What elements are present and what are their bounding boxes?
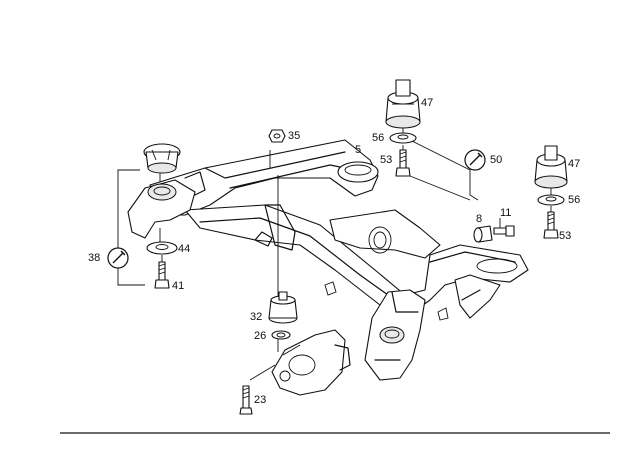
label-41: 41 <box>172 280 184 292</box>
rubber-mount-32 <box>268 291 298 324</box>
bolt-41 <box>154 261 170 289</box>
label-50: 50 <box>490 154 502 166</box>
rear-subframe <box>127 139 529 381</box>
left-mount-stack <box>117 143 181 289</box>
bolt-53-upper <box>395 149 411 177</box>
label-23: 23 <box>254 394 266 406</box>
bolt-53-lower <box>543 211 559 239</box>
right-mount-stack-upper <box>385 79 479 201</box>
label-47-upper: 47 <box>421 97 433 109</box>
bushing-upper-left <box>143 143 181 174</box>
label-32: 32 <box>250 311 262 323</box>
wrench-icon <box>107 247 129 269</box>
label-44: 44 <box>178 243 190 255</box>
nut-35 <box>268 129 286 143</box>
wrench-icon <box>464 149 486 171</box>
label-26: 26 <box>254 330 266 342</box>
washer-26 <box>271 330 291 340</box>
label-53-upper: 53 <box>380 154 392 166</box>
label-56-upper: 56 <box>372 132 384 144</box>
label-56-lower: 56 <box>568 194 580 206</box>
bushing-8 <box>473 225 493 243</box>
label-47-lower: 47 <box>568 158 580 170</box>
label-8: 8 <box>476 213 482 225</box>
label-53-lower: 53 <box>559 230 571 242</box>
center-mount-stack <box>239 129 298 415</box>
washer-56-lower <box>537 194 565 206</box>
label-38: 38 <box>88 252 100 264</box>
label-11: 11 <box>500 207 511 219</box>
rubber-mount-47-lower <box>534 145 568 189</box>
screw-11 <box>493 218 515 237</box>
label-5: 5 <box>355 144 361 156</box>
bolt-23 <box>239 385 253 415</box>
washer-44 <box>146 241 178 255</box>
label-35: 35 <box>288 130 300 142</box>
right-mount-stack-lower <box>534 145 568 239</box>
washer-56-upper <box>389 132 417 144</box>
callout-labels: 5 8 11 23 26 32 35 38 41 44 47 47 50 53 … <box>88 97 580 406</box>
differential-carrier <box>271 329 351 396</box>
rubber-mount-47-upper <box>385 79 421 129</box>
